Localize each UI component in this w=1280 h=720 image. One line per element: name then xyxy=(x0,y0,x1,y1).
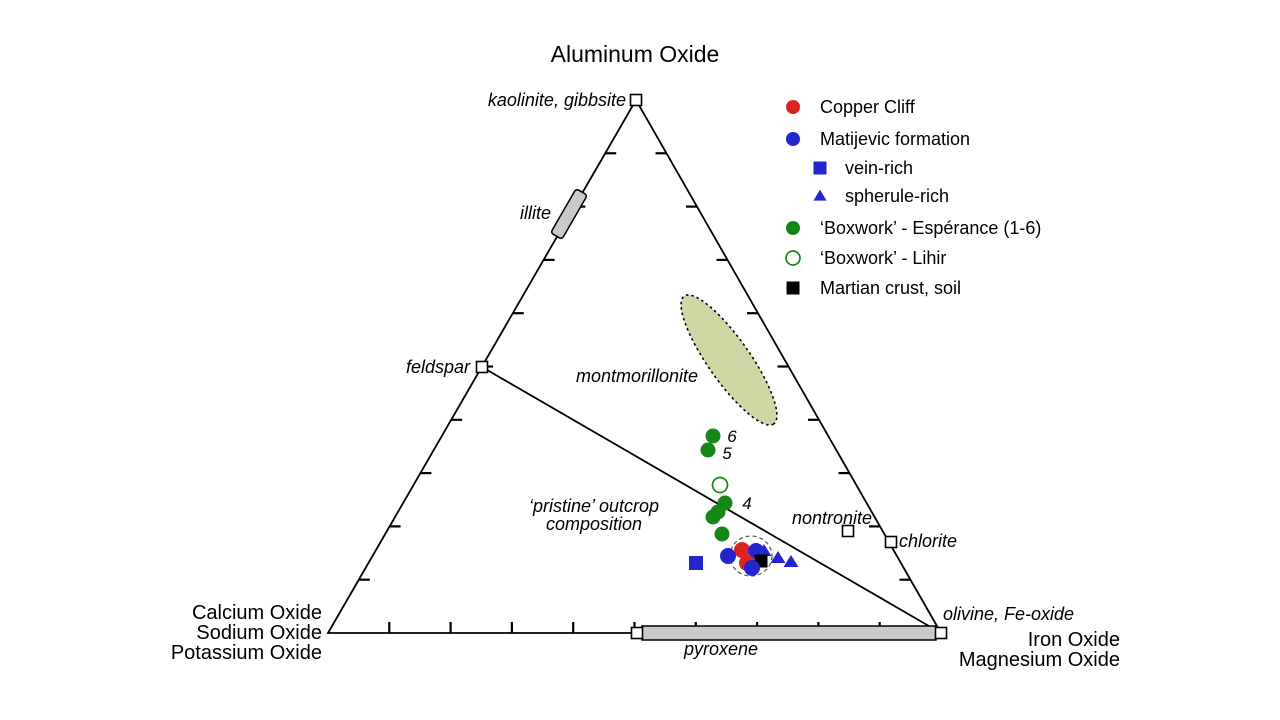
mineral-label-pyroxene: pyroxene xyxy=(683,639,758,659)
legend-marker-square xyxy=(813,161,827,175)
tie-line-feldspar-olivine xyxy=(481,366,942,634)
point-boxwork-esperance-1-6- xyxy=(700,442,716,458)
legend-label: Matijevic formation xyxy=(820,129,970,149)
legend-label: ‘Boxwork’ - Espérance (1-6) xyxy=(820,218,1041,238)
montmorillonite-field xyxy=(680,294,778,426)
axis-label-left-2: Sodium Oxide xyxy=(196,622,322,644)
mineral-label-kaolinite: kaolinite, gibbsite xyxy=(488,90,626,110)
mineral-label-nontronite: nontronite xyxy=(792,508,872,528)
axis-label-left-1: Calcium Oxide xyxy=(192,602,322,624)
mineral-marker-feldspar xyxy=(475,360,489,374)
legend-marker-triangle xyxy=(813,189,827,201)
legend-marker-square xyxy=(786,281,800,295)
annotation-pristine-1: ‘pristine’ outcrop xyxy=(529,496,659,516)
point-boxwork-lihir xyxy=(711,476,729,494)
point-matijevic-vein-rich xyxy=(689,556,703,570)
legend-label: Copper Cliff xyxy=(820,97,916,117)
legend-item: Copper Cliff xyxy=(786,97,916,117)
mineral-label-montmorillonite: montmorillonite xyxy=(576,366,698,386)
mineral-label-illite: illite xyxy=(520,203,551,223)
legend-item: spherule-rich xyxy=(813,186,949,206)
legend-item: Matijevic formation xyxy=(786,129,970,149)
legend-label: vein-rich xyxy=(845,158,913,178)
legend-label: Martian crust, soil xyxy=(820,278,961,298)
mineral-marker-chlorite xyxy=(884,535,898,549)
mineral-marker-nontronite xyxy=(841,524,855,538)
mineral-marker-pyroxene-left-end xyxy=(630,626,644,640)
point-matijevic-formation-b xyxy=(744,560,760,576)
point-matijevic-formation xyxy=(720,548,736,564)
legend-marker-circle xyxy=(786,100,800,114)
axis-label-right-1: Iron Oxide xyxy=(1028,629,1120,651)
axis-label-top: Aluminum Oxide xyxy=(551,41,720,67)
pyroxene-bar xyxy=(641,625,937,641)
legend-marker-circle-open xyxy=(785,250,801,266)
point-matijevic-spherule-rich-b xyxy=(770,551,786,564)
point-boxwork-esperance-1-6- xyxy=(705,428,721,444)
illite-bar xyxy=(550,189,588,239)
point-label-4: 4 xyxy=(742,494,751,513)
axis-label-left-3: Potassium Oxide xyxy=(171,642,322,664)
mineral-label-olivine: olivine, Fe-oxide xyxy=(943,604,1074,624)
legend-item: ‘Boxwork’ - Espérance (1-6) xyxy=(786,218,1041,238)
mineral-label-chlorite: chlorite xyxy=(899,531,957,551)
point-boxwork-esperance-1-6- xyxy=(705,509,721,525)
mineral-label-feldspar: feldspar xyxy=(406,357,471,377)
legend-item: Martian crust, soil xyxy=(786,278,961,298)
mineral-marker-kaolinite-gibbsite xyxy=(629,93,643,107)
point-boxwork-esperance-1-6- xyxy=(714,526,730,542)
axis-label-right-2: Magnesium Oxide xyxy=(959,649,1120,671)
legend-item: ‘Boxwork’ - Lihir xyxy=(785,248,946,268)
point-matijevic-spherule-rich-b xyxy=(783,555,799,568)
mineral-marker-olivine-Fe-oxide xyxy=(934,626,948,640)
legend-item: vein-rich xyxy=(813,158,913,178)
legend-label: spherule-rich xyxy=(845,186,949,206)
legend-marker-circle xyxy=(786,221,800,235)
point-label-5: 5 xyxy=(722,444,732,463)
point-label-6: 6 xyxy=(727,427,737,446)
legend-marker-circle xyxy=(786,132,800,146)
annotation-pristine-2: composition xyxy=(546,514,642,534)
point-copper-cliff xyxy=(734,542,750,558)
legend-label: ‘Boxwork’ - Lihir xyxy=(820,248,946,268)
